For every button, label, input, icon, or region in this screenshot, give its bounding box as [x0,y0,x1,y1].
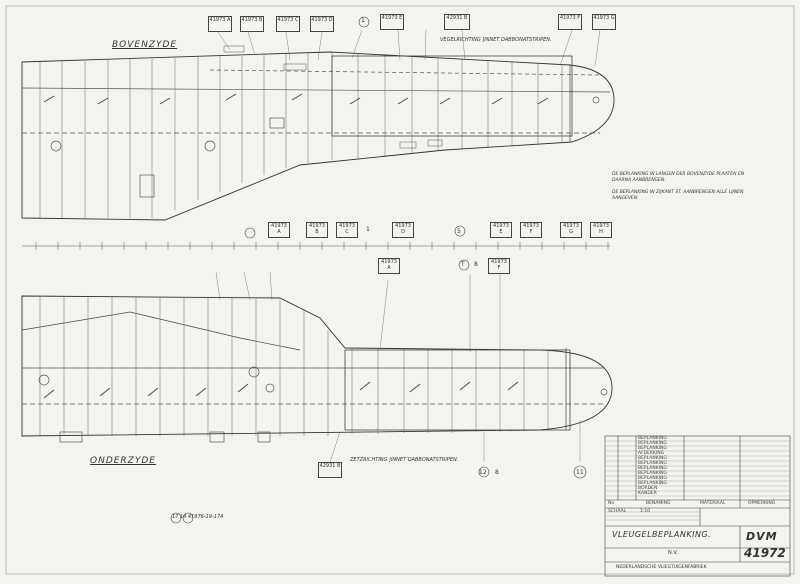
callout-mid: 41973 D [392,222,414,238]
bottom-left-note: 17 14 41976-19-174 [172,514,224,520]
title-block-header-remark: OPMERKING [748,501,776,506]
drawing-title: VLEUGELBEPLANKING. [612,530,712,539]
callout-upper: 41973 D [310,16,334,32]
lower-view-label: ONDERZYDE [90,456,156,466]
title-block-lines [604,435,791,577]
maker-mark: DVM [746,530,778,543]
callout-lower-top: 41973 F [488,258,510,274]
drawing-number: 41972 [744,546,786,560]
callout-upper: 41973 C [276,16,300,32]
callout-mid: 41973 B [306,222,328,238]
callout-lower-bottom-number: 11 [576,469,584,476]
title-block-row: AFDEKKING [638,451,665,456]
title-block-row: BEPLANKING [638,461,667,466]
callout-lower-top-letter: T [461,261,465,268]
callout-upper: 41973 G [592,14,616,30]
title-block-header-no: No [608,501,615,506]
callout-lower-top-number: 8 [474,261,478,268]
callout-lower-bottom-number: 8 [495,469,499,476]
lower-leaders [215,271,581,463]
title-block-row: BEPLANKING [638,446,667,451]
callout-mid: 41973 F [520,222,542,238]
callout-mid: 41973 G [560,222,582,238]
upper-view-label: BOVENZYDE [112,40,178,50]
callout-mid-number: 5 [457,228,461,235]
callout-mid: 41973 C [336,222,358,238]
title-block-header-name: BENAMING [646,501,671,506]
callout-lower-bottom: 42931 B [318,462,342,478]
callout-mid: 41973 A [268,222,290,238]
sheet-border [5,5,795,575]
title-block-row: BEPLANKING [638,476,667,481]
title-block-row: BEPLANKING [638,441,667,446]
title-block-row: BEPLANKING [638,471,667,476]
company-prefix: N.V. [668,550,678,556]
callout-upper-number: 1 [361,17,365,24]
callout-upper: 41973 F [558,14,582,30]
callout-mid: 41973 H [590,222,612,238]
title-block-header-material: MATERIAAL [700,501,726,506]
direction-note-upper: VEGELRICHTING ]INNET DABBONATSTRIPEN. [440,37,552,43]
callout-upper: 42931 B [444,14,470,30]
callout-upper: 41973 E [380,14,404,30]
scale-label: SCHAAL [608,509,627,514]
title-block-row: BEPLANKING [638,436,667,441]
callout-mid: 41973 E [490,222,512,238]
direction-note-lower: ZETZRICHTING ]INNET DABBONATSTRIPEN. [350,457,459,463]
company-name: NEDERLANDSCHE VLIEGTUIGENFABRIEK [616,565,707,570]
callout-lower-bottom-number: 12 [479,469,487,476]
scale-line [22,242,610,250]
circled-markers [170,16,587,524]
upper-leaders [217,29,601,67]
title-block-row: BEPLANKING [638,466,667,471]
title-block-row: BEPLANKING [638,456,667,461]
callout-upper: 41973 A [208,16,232,32]
callout-lower-top: 41973 A [378,258,400,274]
callout-mid-number: 1 [366,226,370,233]
title-block-row: KANDER [638,491,657,496]
note-1: DE BEPLANKING IN LANGEN DER BOVENZYDE PL… [612,172,745,183]
scale-value: 1:10 [640,509,651,514]
note-2: DE BEPLANKING IN ZIJKANT ST. AANBRENGEN … [612,190,744,201]
title-block-row: BEPLANKING [638,481,667,486]
lower-wing-view [21,295,613,443]
callout-upper: 41973 B [240,16,264,32]
upper-wing-view [21,45,615,221]
title-block-row: BORDEN [638,486,658,491]
